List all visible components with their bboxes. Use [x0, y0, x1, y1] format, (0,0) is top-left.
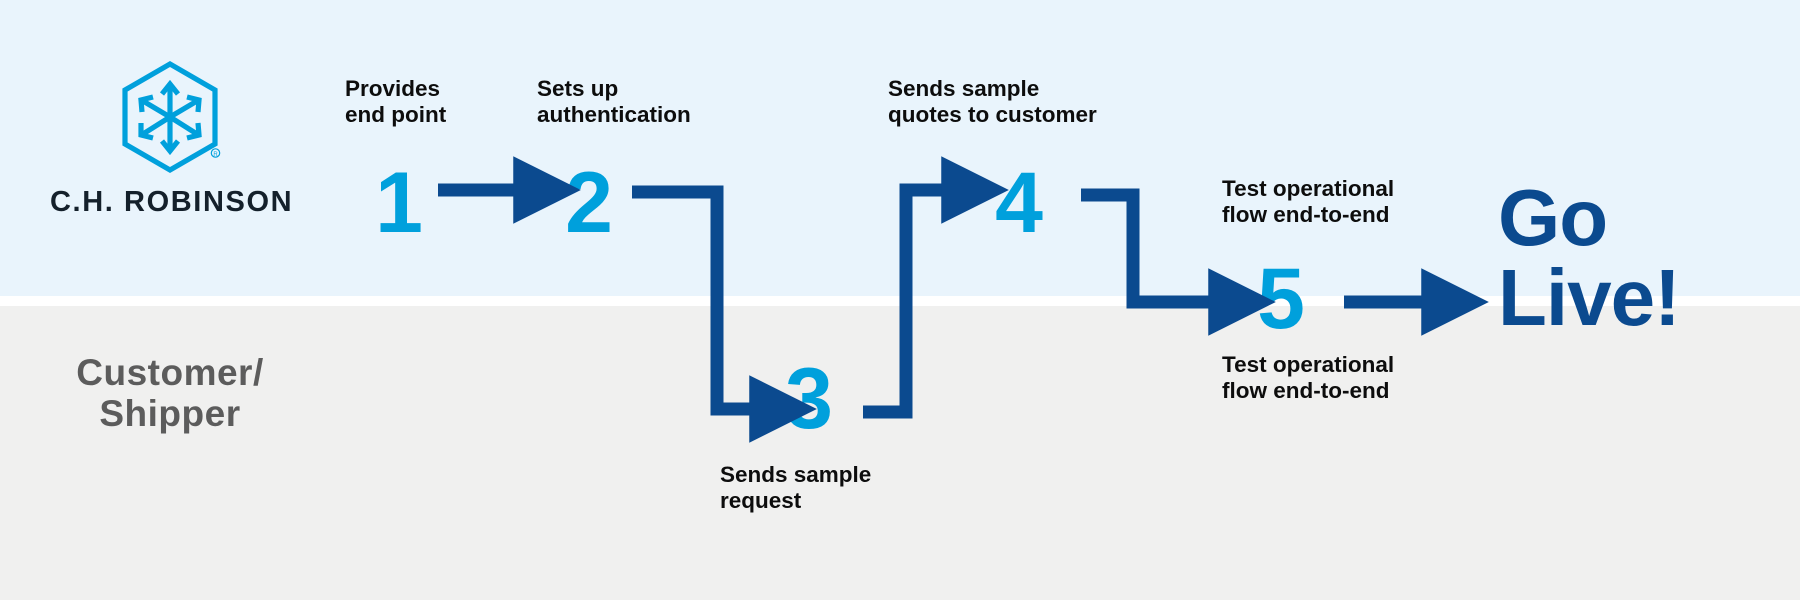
swimlane-band-customer: [0, 306, 1800, 600]
step-number-5: 5: [1257, 251, 1305, 347]
step-number-3: 3: [785, 351, 833, 447]
outcome-go-live: Go Live!: [1498, 173, 1681, 342]
step-4-caption-above: Sends sample quotes to customer: [888, 76, 1097, 128]
step-2-caption-above: Sets up authentication: [537, 76, 691, 128]
step-number-4: 4: [995, 155, 1043, 251]
step-5-caption-above: Test operational flow end-to-end: [1222, 176, 1395, 228]
step-number-2: 2: [565, 155, 613, 251]
hexagon-cube-arrows-icon: R: [122, 60, 221, 174]
step-3-caption-below: Sends sample request: [720, 462, 872, 514]
step-1-caption-above: Provides end point: [345, 76, 447, 128]
step-number-1: 1: [375, 155, 423, 251]
svg-text:R: R: [213, 152, 218, 158]
step-5-caption-below: Test operational flow end-to-end: [1222, 352, 1395, 404]
brand-wordmark: C.H. ROBINSON: [50, 186, 294, 218]
brand-logo-block: R C.H. ROBINSON: [50, 60, 294, 219]
swimlane-label-customer: Customer/ Shipper: [76, 352, 264, 435]
